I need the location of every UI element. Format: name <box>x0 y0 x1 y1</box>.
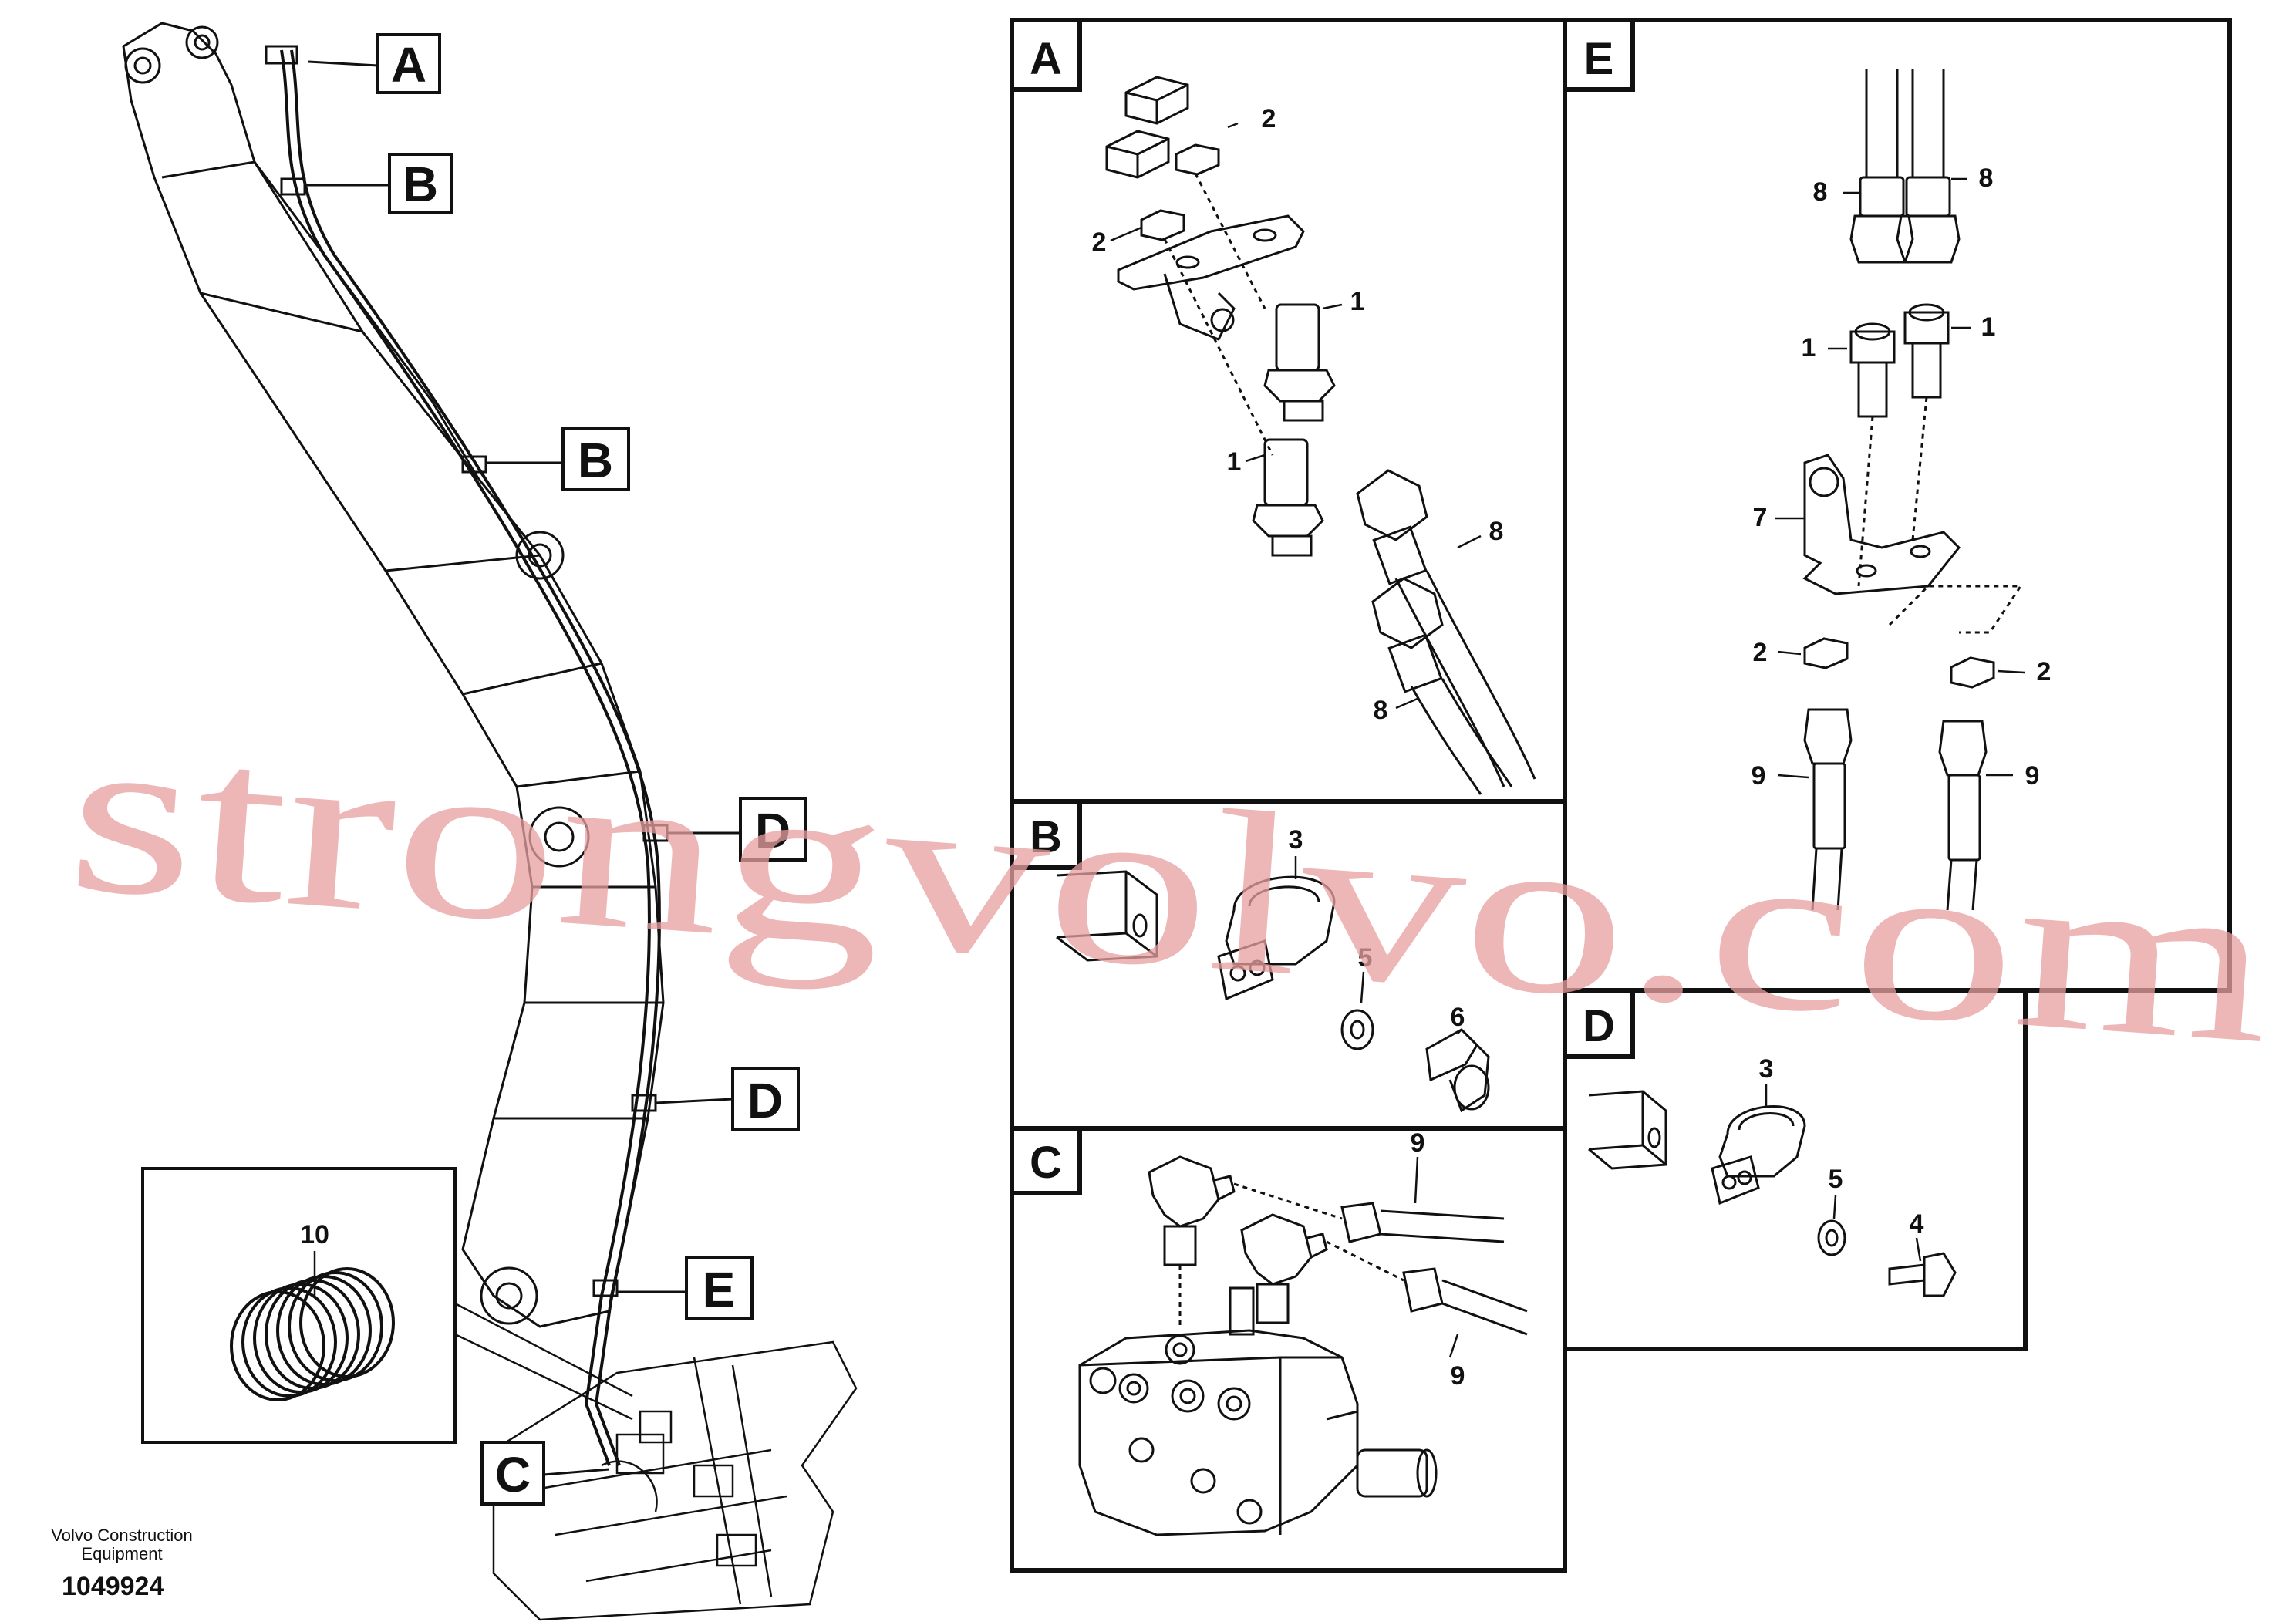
panel-a-part-1a: 1 <box>1350 287 1365 316</box>
panel-e-part-8b: 8 <box>1979 164 1994 193</box>
callout-e[interactable]: E <box>617 1256 754 1320</box>
panel-c-drawing <box>1078 1155 1528 1536</box>
panel-d-labels: 3 5 4 <box>1759 1054 1924 1262</box>
panel-d-tag: D <box>1583 1001 1615 1051</box>
callout-b-lower[interactable]: B <box>486 427 630 491</box>
panel-c-frame <box>1010 1126 1567 1573</box>
panel-e-frame <box>1563 18 2232 993</box>
panel-b-drawing <box>1056 870 1490 1113</box>
callout-d-upper-label: D <box>755 803 791 858</box>
panel-e-part-9a: 9 <box>1752 761 1766 791</box>
panel-d-part-4: 4 <box>1910 1209 1924 1239</box>
callout-a-label: A <box>391 37 426 93</box>
panel-a-part-1b: 1 <box>1227 447 1242 477</box>
boom-callouts: A B B D D E C <box>305 33 807 1506</box>
reference-number: 1049924 <box>62 1572 164 1601</box>
panel-a-part-2b: 2 <box>1092 228 1107 257</box>
inset-coil-frame <box>141 1167 457 1444</box>
panel-c-part-9a: 9 <box>1411 1128 1425 1158</box>
coil-part-label: 10 <box>300 1220 329 1249</box>
panel-b-frame <box>1010 799 1567 1131</box>
upper-frame-drawing <box>492 1340 858 1621</box>
panel-a-part-2a: 2 <box>1262 104 1276 133</box>
company-line-1: Volvo Construction <box>51 1526 192 1545</box>
panel-e-part-1a: 1 <box>1802 333 1816 363</box>
callout-d-lower-label: D <box>747 1073 783 1128</box>
panel-d: D 3 5 4 <box>1563 988 2028 1351</box>
panel-d-frame <box>1563 988 2028 1351</box>
callout-d-lower[interactable]: D <box>655 1067 800 1131</box>
coil-icon <box>230 1267 395 1401</box>
panel-d-part-3: 3 <box>1759 1054 1774 1084</box>
panel-e-labels: 8 8 1 1 7 2 2 9 9 <box>1752 164 2052 791</box>
panel-e-tag: E <box>1584 34 1614 84</box>
footer: Volvo Construction Equipment 1049924 <box>51 1526 192 1601</box>
callout-e-label: E <box>703 1262 736 1317</box>
panel-a: A <box>1010 18 1567 804</box>
panel-e-drawing <box>1802 69 2023 911</box>
callout-b-lower-label: B <box>578 433 613 488</box>
callout-c[interactable]: C <box>480 1441 610 1506</box>
panel-e-part-2b: 2 <box>2037 657 2052 686</box>
panel-b-part-5: 5 <box>1358 943 1373 973</box>
inset-coil: 10 <box>141 1167 633 1444</box>
panel-c-labels: 9 9 <box>1411 1128 1465 1391</box>
callout-a[interactable]: A <box>308 33 441 94</box>
panel-b-labels: 3 5 6 <box>1289 825 1465 1034</box>
panel-a-frame <box>1010 18 1567 804</box>
panel-c-part-9b: 9 <box>1451 1361 1465 1391</box>
panel-a-drawing <box>1105 76 1536 795</box>
panel-e-part-2a: 2 <box>1753 638 1768 667</box>
panel-e-part-9b: 9 <box>2025 761 2040 791</box>
callout-d-upper[interactable]: D <box>667 797 807 862</box>
panel-d-drawing <box>1588 1090 1957 1297</box>
panel-c-tag: C <box>1030 1138 1062 1188</box>
panel-b-part-6: 6 <box>1451 1003 1465 1032</box>
panel-e-part-1b: 1 <box>1981 312 1996 342</box>
callout-c-label: C <box>495 1447 531 1502</box>
panel-b-tag: B <box>1030 812 1062 862</box>
boom-drawing <box>122 22 669 1466</box>
company-line-2: Equipment <box>81 1544 162 1563</box>
callout-b-upper-label: B <box>403 157 438 212</box>
panel-a-part-8b: 8 <box>1374 696 1388 725</box>
panel-e-part-7: 7 <box>1753 503 1768 532</box>
panel-a-part-8a: 8 <box>1489 517 1504 546</box>
panel-d-part-5: 5 <box>1829 1165 1843 1194</box>
panel-b: B 3 5 6 <box>1010 799 1567 1131</box>
panel-c: C <box>1010 1126 1567 1573</box>
panel-e-part-8a: 8 <box>1813 177 1828 207</box>
panel-b-part-3: 3 <box>1289 825 1303 855</box>
panel-e: E <box>1563 18 2232 993</box>
panel-a-tag: A <box>1030 34 1062 84</box>
panel-a-labels: 2 2 1 1 8 8 <box>1092 104 1504 725</box>
callout-b-upper[interactable]: B <box>305 153 453 214</box>
